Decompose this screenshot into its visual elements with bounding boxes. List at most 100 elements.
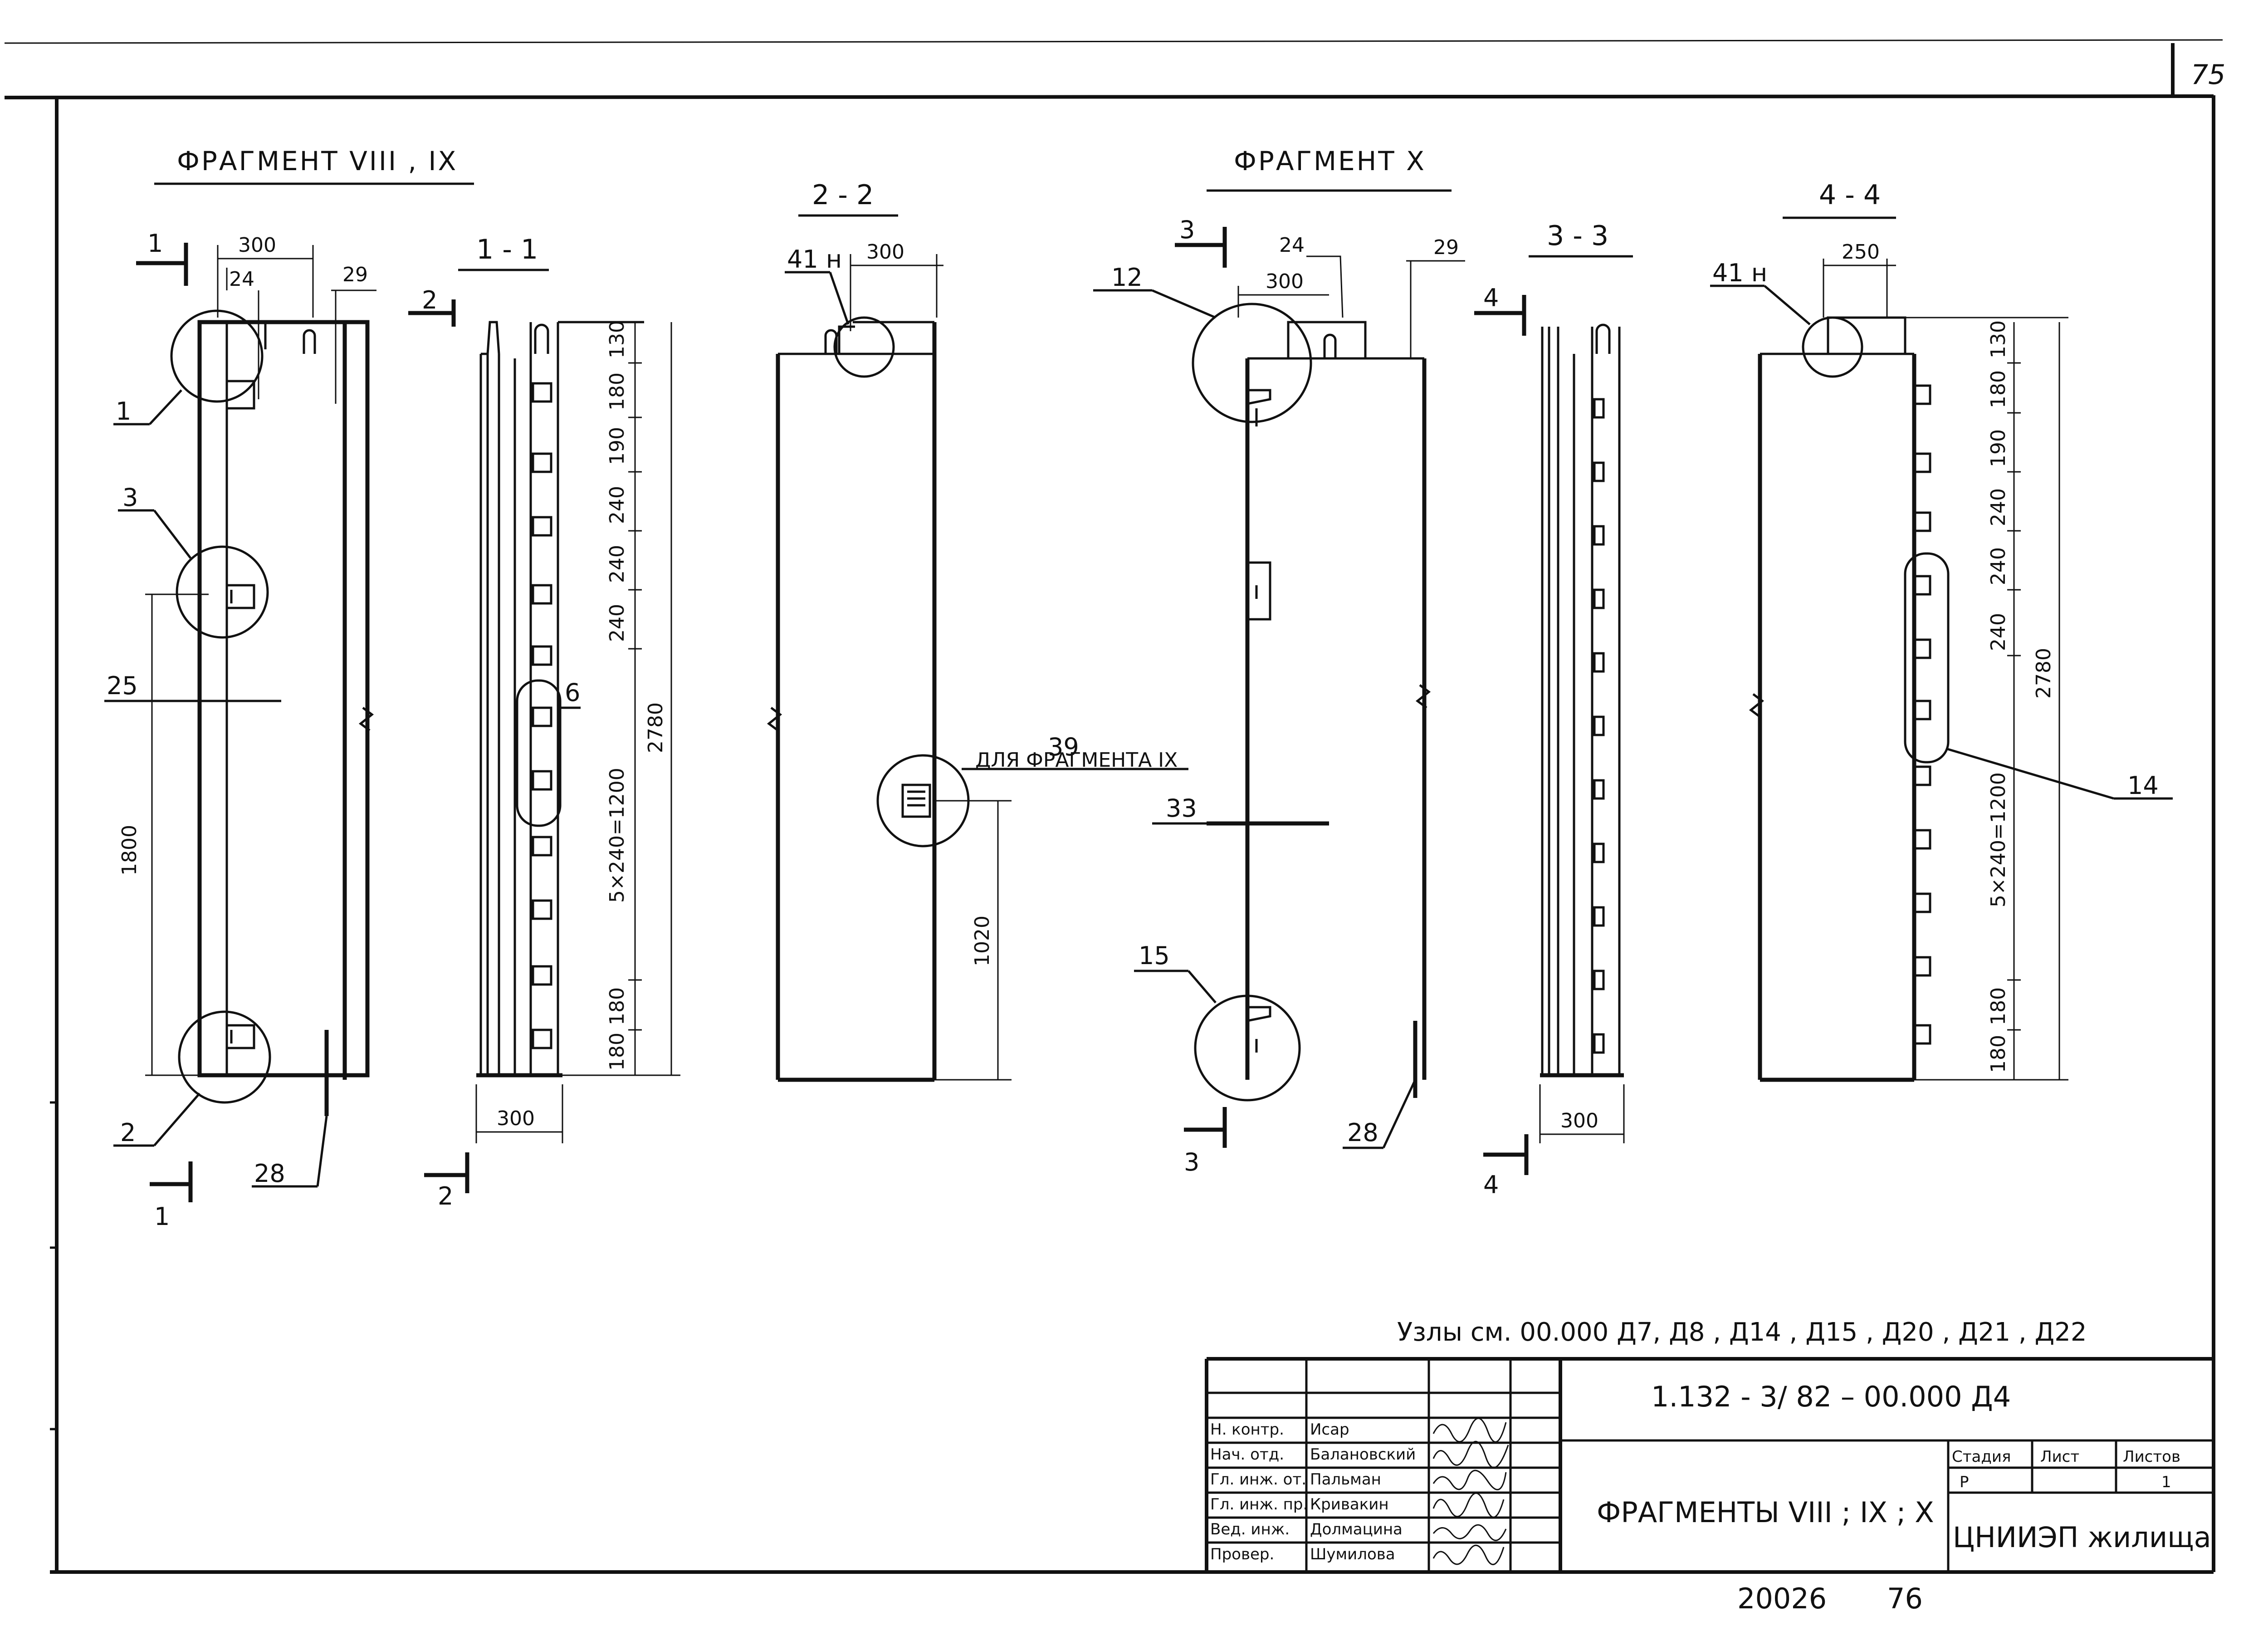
leader bbox=[153, 1092, 200, 1146]
dim-180-a: 180 bbox=[606, 372, 629, 411]
dim-29-b: 29 bbox=[1433, 236, 1459, 259]
leader bbox=[1188, 970, 1217, 1004]
value-sheets: 1 bbox=[2161, 1473, 2171, 1491]
header-stage: Стадия bbox=[1952, 1448, 2011, 1466]
dim-240-c: 240 bbox=[606, 604, 629, 642]
dim-180-f: 180 bbox=[1987, 1035, 2010, 1073]
drawing-title: ФРАГМЕНТЫ VIII ; IX ; X bbox=[1597, 1496, 1934, 1529]
callout-39: 39 bbox=[1048, 733, 1079, 761]
dim-5x240-b: 5×240=1200 bbox=[1987, 772, 2010, 907]
section-4-4-title: 4 - 4 bbox=[1819, 179, 1881, 211]
dim-180-d: 180 bbox=[1987, 370, 2010, 408]
callout-12: 12 bbox=[1111, 263, 1143, 292]
staff-role-3: Гл. инж. от. bbox=[1210, 1470, 1306, 1489]
dim-300-b: 300 bbox=[497, 1107, 535, 1130]
callout-41n-b: 41 н bbox=[1712, 259, 1767, 287]
staff-role-5: Вед. инж. bbox=[1210, 1520, 1290, 1538]
dim-ticks-1-1 bbox=[628, 362, 642, 1031]
dim-180-b: 180 bbox=[606, 987, 629, 1025]
archive-code: 20026 bbox=[1737, 1582, 1827, 1615]
staff-name-1: Исар bbox=[1310, 1420, 1349, 1439]
fragment-x-elevation bbox=[1245, 321, 1431, 1098]
dim-240-f: 240 bbox=[1987, 613, 2010, 651]
value-stage: Р bbox=[1960, 1473, 1969, 1491]
callout-33: 33 bbox=[1166, 794, 1197, 823]
staff-name-5: Долмацина bbox=[1310, 1520, 1403, 1538]
section-2-2-body bbox=[767, 321, 937, 1082]
leader bbox=[153, 509, 191, 559]
dim-240-b: 240 bbox=[606, 545, 629, 583]
fragment-viii-elevation bbox=[197, 320, 374, 1080]
header-sheets: Листов bbox=[2123, 1448, 2180, 1466]
leader bbox=[1945, 747, 2114, 800]
dim-1020: 1020 bbox=[971, 916, 994, 966]
organization: ЦНИИЭП жилища bbox=[1953, 1521, 2211, 1554]
frame-top bbox=[4, 94, 2214, 99]
staff-name-3: Пальман bbox=[1310, 1470, 1381, 1489]
leader bbox=[149, 389, 182, 425]
leader bbox=[1764, 285, 1811, 325]
dim-ticks-4-4 bbox=[2007, 362, 2021, 1031]
leader bbox=[316, 1116, 328, 1187]
leader bbox=[1382, 1079, 1417, 1149]
leader bbox=[1152, 289, 1216, 319]
dim-250: 250 bbox=[1842, 240, 1880, 264]
dim-180-e: 180 bbox=[1987, 987, 2010, 1025]
dim-130-a: 130 bbox=[606, 320, 629, 358]
cut-mark-2-top: 2 bbox=[422, 286, 437, 314]
dim-300-d: 300 bbox=[1266, 270, 1304, 293]
dim-5x240-a: 5×240=1200 bbox=[606, 768, 629, 903]
dim-300-c: 300 bbox=[866, 240, 904, 264]
callout-2: 2 bbox=[120, 1118, 136, 1147]
callout-14: 14 bbox=[2127, 771, 2159, 800]
archive-page: 76 bbox=[1887, 1582, 1923, 1615]
section-4-4-body bbox=[1749, 316, 1931, 1082]
cut-mark-3-bottom: 3 bbox=[1184, 1148, 1199, 1176]
dim-130-b: 130 bbox=[1987, 320, 2010, 358]
dim-24-b: 24 bbox=[1279, 234, 1305, 257]
dim-1800: 1800 bbox=[118, 825, 141, 876]
cut-mark-4-top: 4 bbox=[1483, 284, 1499, 312]
dim-300-e: 300 bbox=[1560, 1109, 1598, 1132]
dim-300-a: 300 bbox=[238, 234, 276, 257]
callout-39-note: ДЛЯ ФРАГМЕНТА IX bbox=[975, 749, 1178, 772]
staff-role-2: Нач. отд. bbox=[1210, 1445, 1284, 1464]
dim-240-d: 240 bbox=[1987, 488, 2010, 526]
fragment-title-left: ФРАГМЕНТ VIII , IX bbox=[177, 146, 458, 176]
dim-2780-b: 2780 bbox=[2032, 648, 2055, 699]
callout-6: 6 bbox=[565, 678, 580, 707]
dim-180-c: 180 bbox=[606, 1033, 629, 1071]
dimension-line bbox=[1306, 255, 1344, 318]
section-1-1-title: 1 - 1 bbox=[476, 234, 538, 265]
section-3-3-body bbox=[1540, 323, 1624, 1078]
dim-240-a: 240 bbox=[606, 486, 629, 524]
callout-circle-3 bbox=[176, 545, 269, 639]
callout-25: 25 bbox=[107, 671, 138, 700]
leader bbox=[829, 272, 850, 325]
callout-28: 28 bbox=[254, 1159, 285, 1188]
nodes-note: Узлы см. 00.000 Д7, Д8 , Д14 , Д15 , Д20… bbox=[1397, 1318, 2087, 1347]
callout-28-b: 28 bbox=[1347, 1118, 1378, 1147]
staff-name-2: Балановский bbox=[1310, 1445, 1416, 1464]
callout-15: 15 bbox=[1139, 941, 1170, 970]
callout-outline-14 bbox=[1904, 552, 1950, 764]
staff-role-4: Гл. инж. пр. bbox=[1210, 1495, 1308, 1514]
dim-2780-a: 2780 bbox=[644, 702, 667, 753]
cut-mark-3-top: 3 bbox=[1179, 216, 1195, 244]
callout-circle-41n-a bbox=[833, 316, 895, 378]
cut-mark-1-top: 1 bbox=[147, 229, 163, 258]
signature-scribbles bbox=[1432, 1417, 1509, 1565]
page-number: 75 bbox=[2191, 59, 2225, 91]
cut-mark-2 bbox=[408, 299, 456, 327]
cut-mark-1-bottom: 1 bbox=[154, 1202, 170, 1231]
staff-role-1: Н. контр. bbox=[1210, 1420, 1284, 1439]
section-3-3-title: 3 - 3 bbox=[1547, 220, 1608, 252]
section-2-2-title: 2 - 2 bbox=[812, 179, 874, 211]
dim-240-e: 240 bbox=[1987, 547, 2010, 585]
callout-circle-15 bbox=[1194, 994, 1301, 1102]
dim-29-a: 29 bbox=[342, 263, 368, 286]
callout-outline-6 bbox=[516, 679, 562, 827]
header-sheet: Лист bbox=[2040, 1448, 2079, 1466]
callout-3: 3 bbox=[122, 483, 138, 512]
dim-190-a: 190 bbox=[606, 427, 629, 465]
